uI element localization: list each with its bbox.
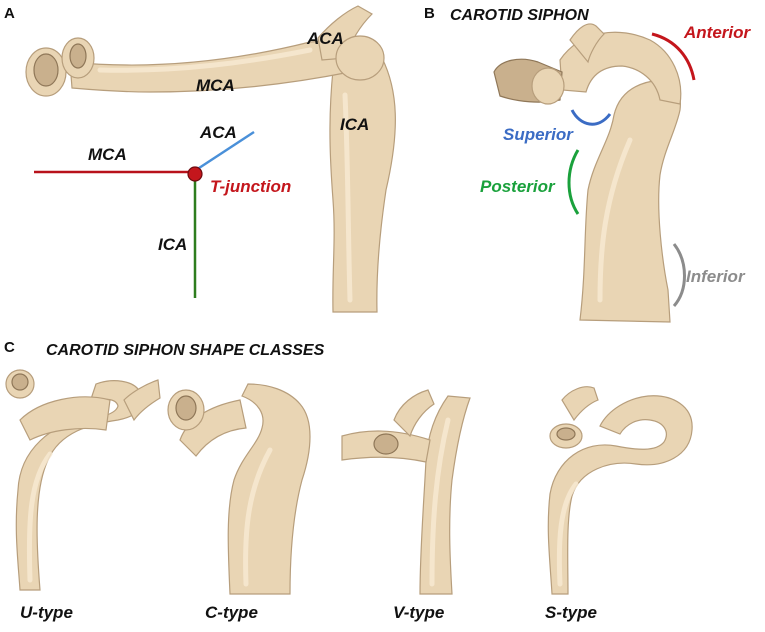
- mca-coil-ring-inner: [69, 43, 87, 69]
- v-type-highlight: [429, 417, 451, 587]
- mca-highlight: [97, 47, 313, 73]
- aca-label-model: ACA: [306, 29, 344, 48]
- posterior-label: Posterior: [480, 177, 556, 196]
- c-type-model: [167, 383, 311, 595]
- v-type-branch: [393, 389, 435, 438]
- posterior-arc: [567, 149, 580, 215]
- mca-coil-inner: [33, 53, 59, 87]
- siphon-vessel: [579, 79, 681, 323]
- anterior-label: Anterior: [683, 23, 752, 42]
- aca-label-schema: ACA: [199, 123, 237, 142]
- ica-label-schema: ICA: [158, 235, 187, 254]
- inferior-label: Inferior: [686, 267, 746, 286]
- c-type-highlight: [243, 447, 273, 587]
- inferior-arc: [672, 243, 686, 307]
- siphon-highlight: [597, 137, 633, 303]
- panel-b-title: CAROTID SIPHON: [450, 7, 589, 24]
- siphon-branch: [569, 23, 605, 64]
- s-type-body: [547, 395, 693, 595]
- siphon-coil: [531, 67, 565, 105]
- vessel-model-a: [25, 5, 396, 313]
- t-junction-dot: [187, 166, 203, 182]
- c-type-body: [227, 383, 311, 595]
- t-junction-schematic: [34, 130, 255, 298]
- mca-label-schema: MCA: [88, 145, 127, 164]
- u-type-arm: [19, 396, 111, 441]
- ica-vessel: [329, 57, 396, 313]
- vessel-model-b: [493, 23, 682, 323]
- s-type-branch: [561, 386, 599, 422]
- u-type-coil-inner: [11, 373, 29, 391]
- panel-c-title: CAROTID SIPHON SHAPE CLASSES: [46, 342, 325, 359]
- aca-line: [195, 130, 255, 172]
- mca-label-model: MCA: [196, 76, 235, 95]
- ica-label-model: ICA: [340, 115, 369, 134]
- u-type-highlight: [26, 451, 53, 583]
- ica-highlight: [342, 92, 353, 303]
- u-type-label: U-type: [20, 603, 73, 622]
- s-type-model: [547, 386, 693, 595]
- v-type-coil: [373, 433, 399, 455]
- superior-label: Superior: [503, 125, 574, 144]
- panel-c: C CAROTID SIPHON SHAPE CLASSES U-type C-…: [4, 339, 693, 622]
- u-type-model: [5, 369, 161, 591]
- c-type-coil-inner: [175, 395, 197, 421]
- s-type-label: S-type: [545, 603, 597, 622]
- v-type-model: [341, 389, 471, 595]
- s-type-highlight: [556, 481, 579, 587]
- v-type-label: V-type: [393, 603, 444, 622]
- t-junction-label: T-junction: [210, 177, 291, 196]
- u-type-branch: [123, 379, 161, 422]
- s-type-coil-inner: [556, 427, 576, 441]
- panel-b-letter: B: [424, 5, 435, 22]
- bifurcation-bulge: [335, 35, 385, 81]
- panel-a-letter: A: [4, 5, 15, 22]
- anterior-arc: [651, 32, 696, 81]
- superior-arc: [570, 109, 612, 126]
- c-type-label: C-type: [205, 603, 258, 622]
- panel-c-letter: C: [4, 339, 15, 356]
- panel-a: A ACA MCA ICA MCA: [4, 5, 396, 313]
- panel-b: B CAROTID SIPHON Anterior Superior Poste…: [424, 5, 752, 323]
